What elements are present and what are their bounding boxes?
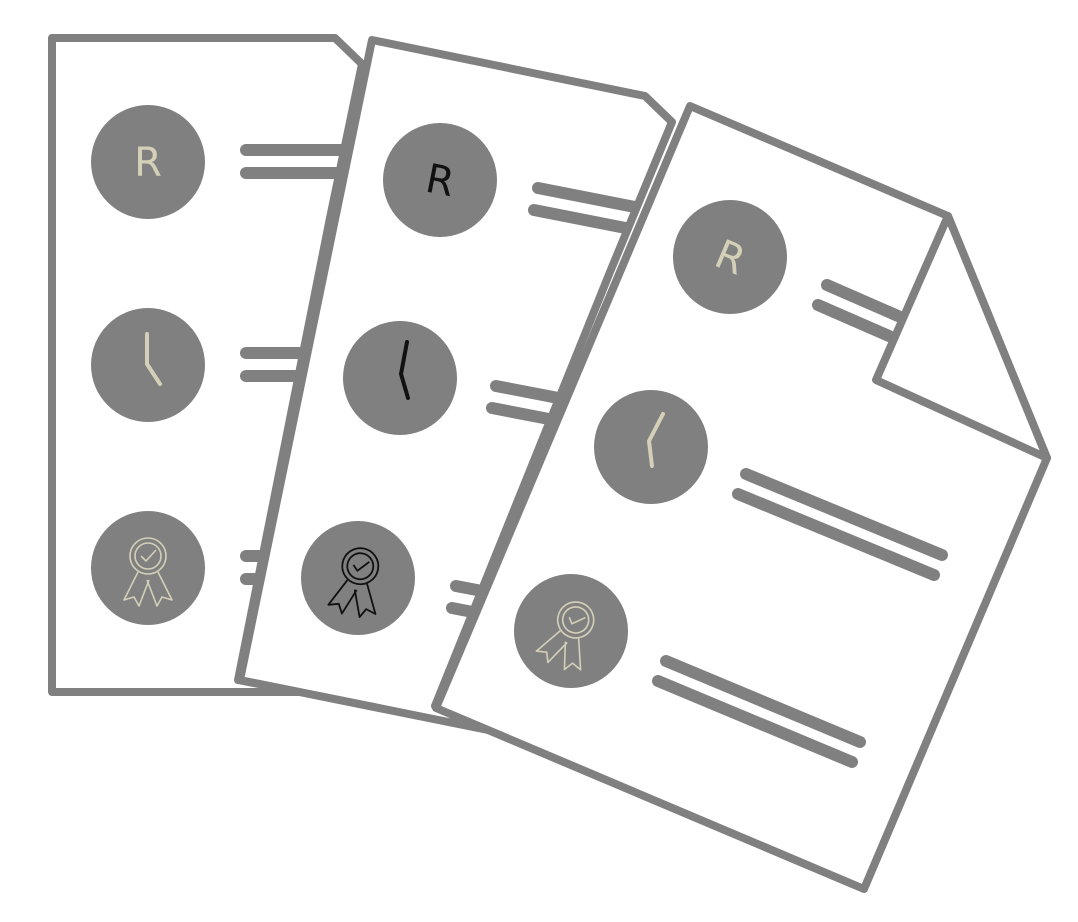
document-back-letter: R	[134, 140, 162, 186]
text-line	[652, 675, 858, 768]
award-ribbon-icon	[514, 574, 628, 688]
text-line	[821, 279, 904, 322]
text-line	[812, 299, 895, 342]
letter-r-icon	[383, 123, 497, 237]
document-front-row-1: R	[673, 200, 904, 342]
document-back-row-1: R	[91, 105, 351, 219]
text-line	[732, 488, 940, 581]
award-ribbon-icon	[301, 521, 415, 635]
document-front-folded-corner	[872, 212, 1051, 462]
clock-hands-icon	[145, 332, 162, 386]
document-front-row-2	[594, 390, 948, 581]
letter-r-icon	[673, 200, 787, 314]
clock-hands-icon	[399, 340, 410, 400]
text-line	[660, 655, 866, 748]
clock-hands-icon	[647, 412, 665, 468]
text-line	[740, 468, 948, 561]
letter-r-icon	[91, 105, 205, 219]
award-ribbon-icon	[91, 511, 205, 625]
document-front: R	[432, 102, 1051, 893]
document-front-row-3	[514, 574, 866, 768]
clock-icon	[343, 321, 457, 435]
